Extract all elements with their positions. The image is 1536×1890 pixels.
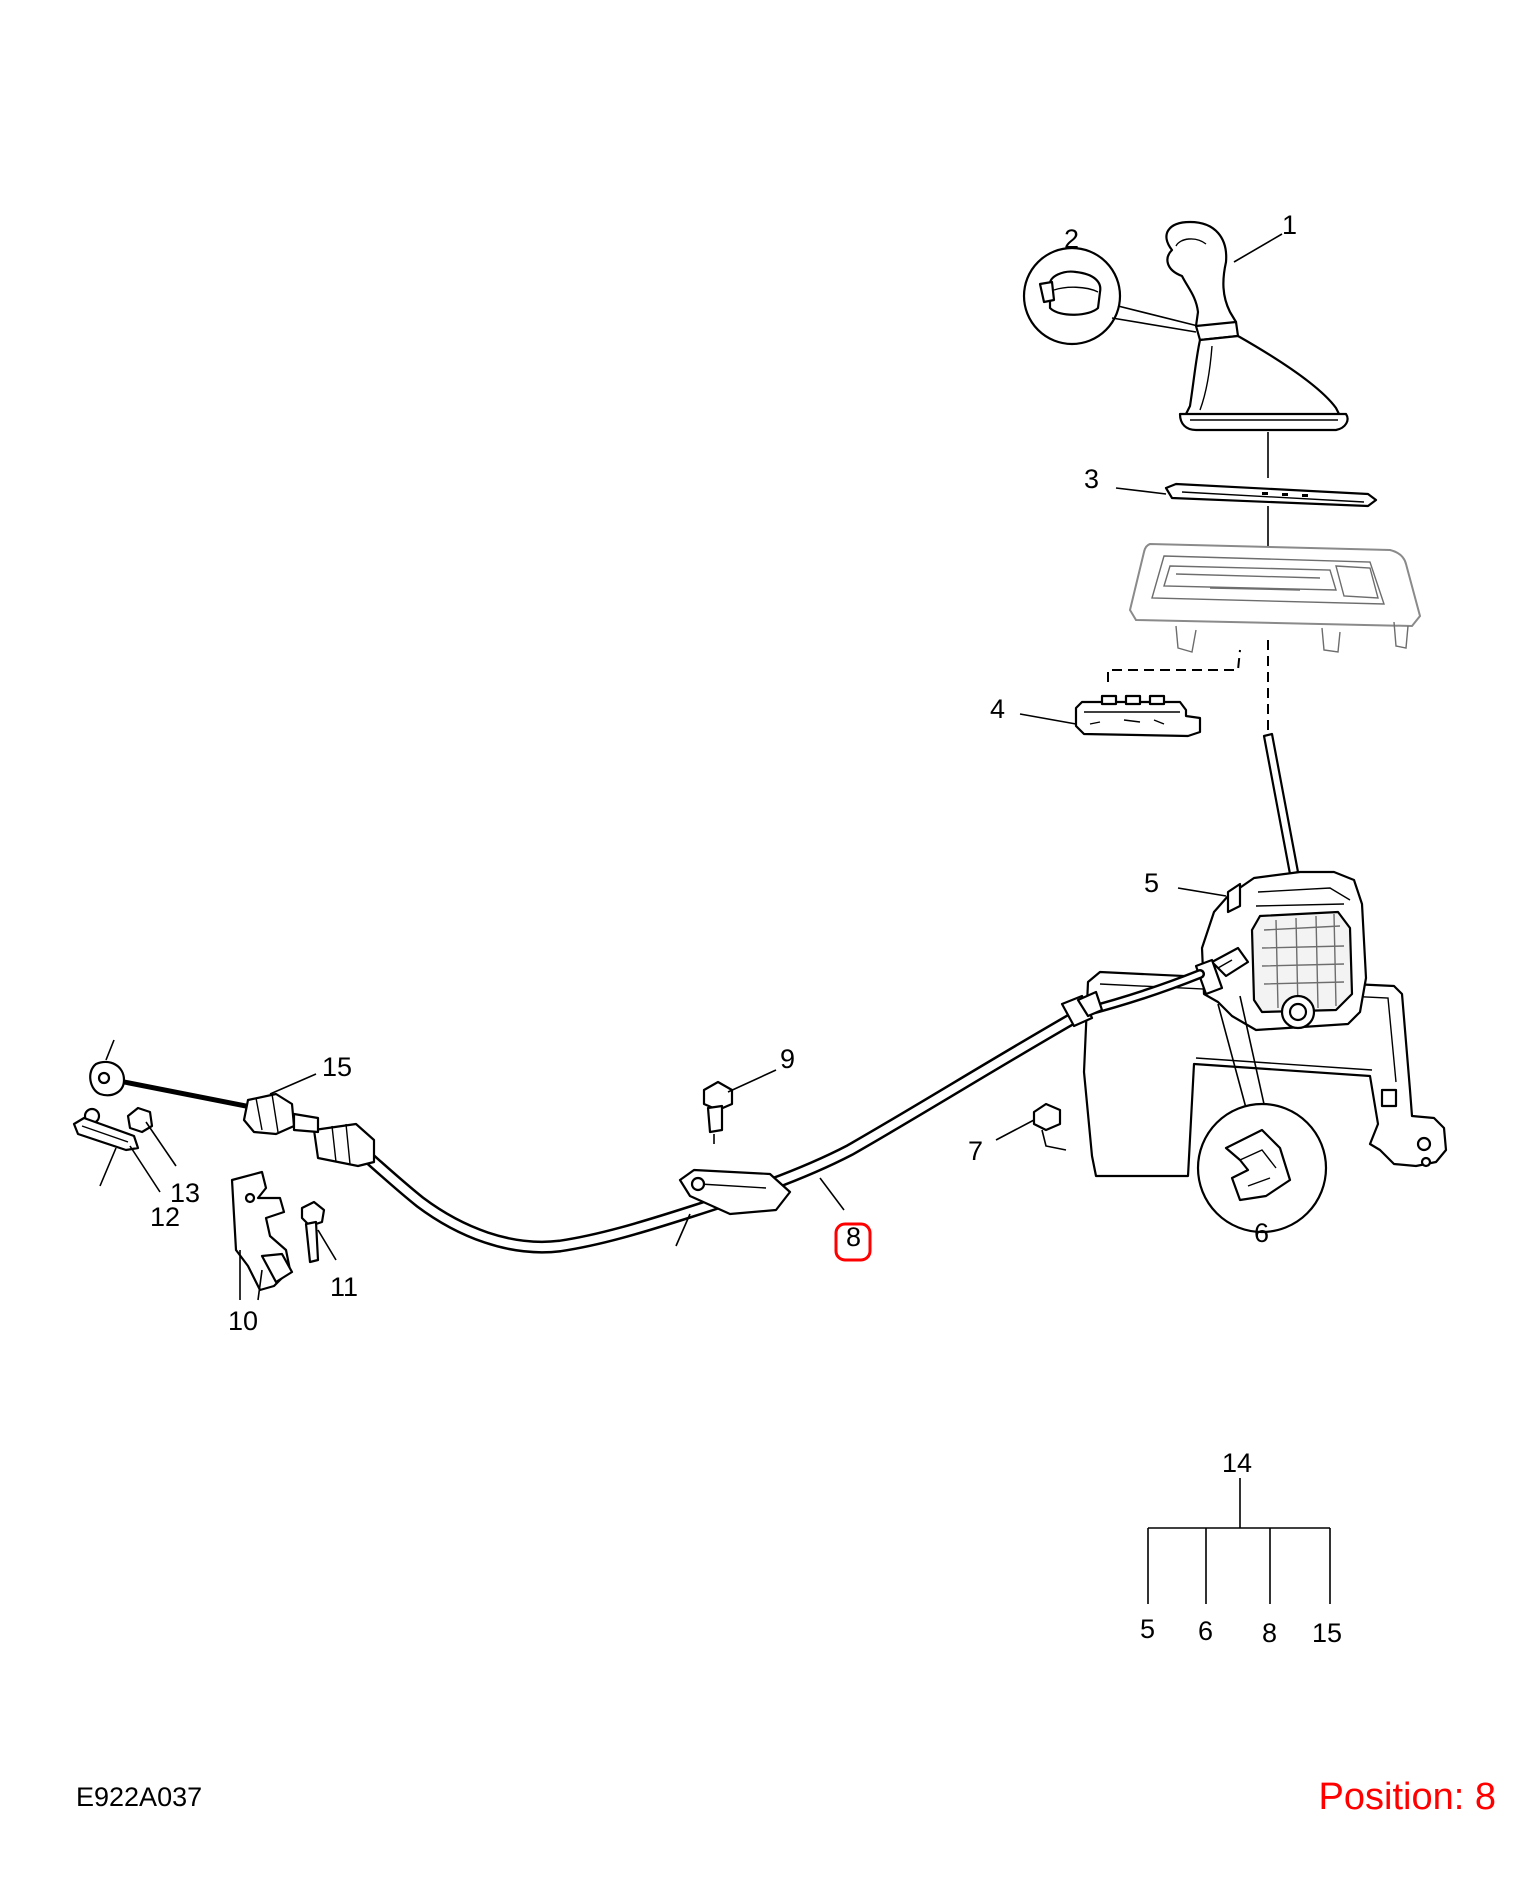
callout-4: 4: [990, 694, 1005, 724]
kit-child-15: 15: [1312, 1618, 1342, 1648]
callout-15: 15: [322, 1052, 352, 1082]
callout-3: 3: [1084, 464, 1099, 494]
selector-switch-module[interactable]: [1074, 694, 1202, 738]
callout-12: 12: [150, 1202, 180, 1232]
cable-end-nut[interactable]: [126, 1106, 177, 1167]
cable-retaining-clip[interactable]: [242, 1073, 320, 1136]
callout-11: 11: [330, 1272, 358, 1302]
gear-indicator-strip[interactable]: [1164, 482, 1378, 508]
kit-child-5: 5: [1140, 1614, 1155, 1644]
callout-7: 7: [968, 1136, 983, 1166]
callout-14: 14: [1222, 1448, 1252, 1478]
callout-10: 10: [228, 1306, 258, 1336]
bracket-bolt[interactable]: [300, 1200, 337, 1264]
cable-lock-clip-detail[interactable]: [1196, 995, 1328, 1234]
drawing-code: E922A037: [76, 1782, 203, 1812]
callout-13: 13: [170, 1178, 200, 1208]
callout-5: 5: [1144, 868, 1159, 898]
callout-9: 9: [780, 1044, 795, 1074]
shift-knob-with-boot[interactable]: [1165, 220, 1349, 432]
selector-housing-assembly[interactable]: [1082, 732, 1448, 1178]
boot-clip-detail[interactable]: [1022, 246, 1199, 346]
highlight-callout-8: [834, 1222, 872, 1262]
position-label: Position: 8: [1318, 1776, 1496, 1818]
callout-8: 8: [846, 1222, 861, 1252]
housing-nut[interactable]: [995, 1102, 1067, 1151]
cable-end-link[interactable]: [72, 1107, 161, 1193]
callout-2: 2: [1064, 224, 1079, 254]
cable-bracket-bolt[interactable]: [702, 1069, 777, 1144]
gear-shift-cable[interactable]: [89, 969, 1205, 1254]
callout-6: 6: [1254, 1218, 1269, 1248]
kit-child-6: 6: [1198, 1616, 1213, 1646]
callout-1: 1: [1282, 210, 1297, 240]
transmission-cable-bracket[interactable]: [230, 1170, 294, 1301]
console-bezel[interactable]: [1128, 542, 1422, 653]
kit-14-tree: [1147, 1478, 1331, 1604]
kit-child-8: 8: [1262, 1618, 1277, 1648]
